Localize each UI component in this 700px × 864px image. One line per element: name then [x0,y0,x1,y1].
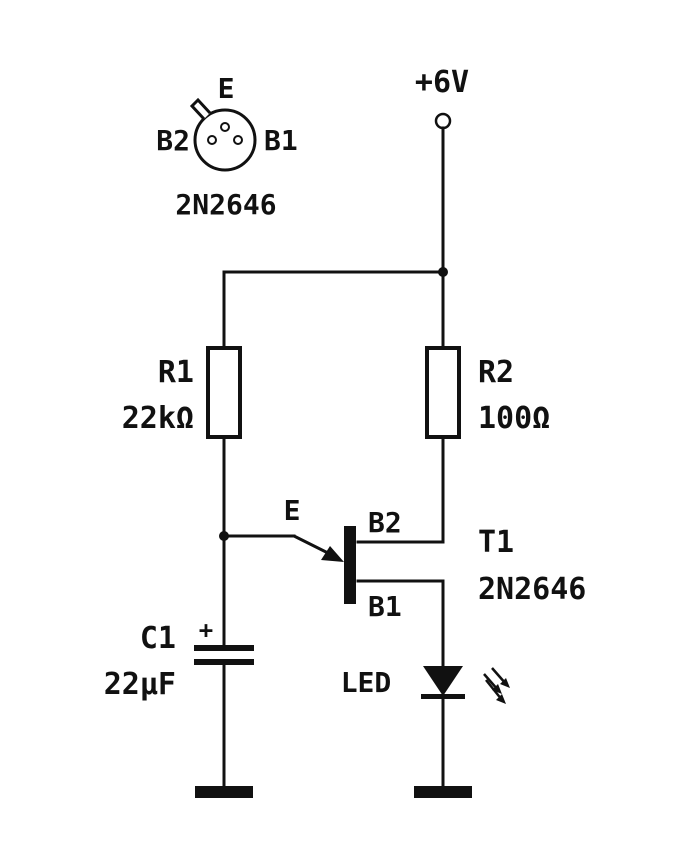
led-light-arrows-icon [483,667,510,704]
t1-name: T1 [478,525,514,560]
supply-terminal: +6V [415,65,469,130]
capacitor-c1: + C1 22µF [104,616,254,702]
r1-value: 22kΩ [122,401,194,436]
supply-label: +6V [415,65,469,100]
pinout-tab [189,97,212,121]
t1-base2-label: B2 [368,506,402,539]
wires [222,126,445,788]
ground-right-icon [414,786,472,798]
junction-dot-top [438,267,448,277]
r2-name: R2 [478,355,514,390]
t1-base-bar [344,526,356,604]
c1-name: C1 [140,621,176,656]
pinout-pin-b1 [233,135,243,145]
pinout-emitter-label: E [218,72,235,105]
transistor-pinout-diagram: E B2 B1 2N2646 [156,72,297,221]
r2-value: 100Ω [478,401,550,436]
pinout-part-label: 2N2646 [175,188,276,221]
pinout-pin-e [220,122,230,132]
ground-left-icon [195,786,253,798]
resistor-r1: R1 22kΩ [122,346,242,439]
transistor-t1: E B2 B1 T1 2N2646 [284,494,587,623]
pinout-base2-label: B2 [156,124,190,157]
resistor-r2: R2 100Ω [425,346,550,439]
supply-terminal-circle [434,112,452,130]
led: LED [341,666,510,704]
led-cathode-bar [421,694,465,699]
pinout-pin-b2 [207,135,217,145]
junction-dot-emitter [219,531,229,541]
c1-value: 22µF [104,667,176,702]
led-label: LED [341,666,392,699]
c1-plate-top [194,645,254,651]
led-triangle [423,666,463,696]
pinout-body [193,108,257,172]
r2-body [425,346,461,439]
r1-name: R1 [158,355,194,390]
r1-body [206,346,242,439]
t1-base1-label: B1 [368,590,402,623]
c1-plate-bottom [194,659,254,665]
c1-polarity: + [199,616,213,644]
t1-part: 2N2646 [478,572,586,607]
t1-emitter-label: E [284,494,301,527]
t1-emitter-arrow [321,546,344,562]
pinout-base1-label: B1 [264,124,298,157]
